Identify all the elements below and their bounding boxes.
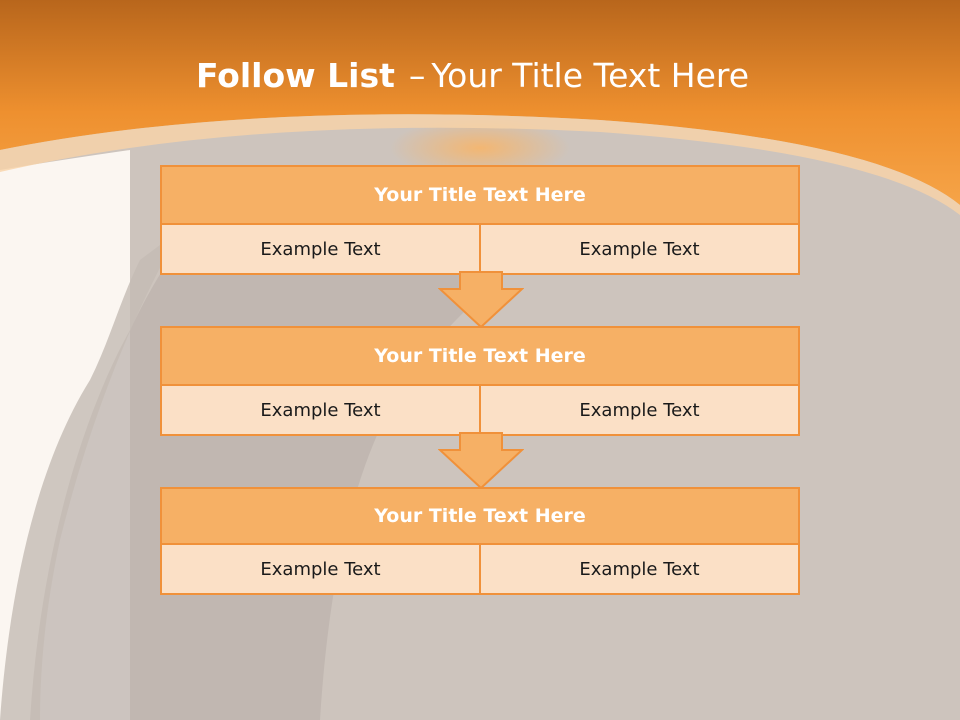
list-block-1: Your Title Text Here Example Text Exampl… [160, 165, 800, 275]
slide-title: Follow List–Your Title Text Here [0, 56, 945, 95]
block-cell-left: Example Text [260, 558, 381, 580]
title-rest: Your Title Text Here [431, 56, 750, 95]
list-block-2: Your Title Text Here Example Text Exampl… [160, 326, 800, 436]
list-block-3: Your Title Text Here Example Text Exampl… [160, 487, 800, 595]
title-dash: – [408, 56, 426, 95]
title-bold: Follow List [195, 56, 395, 95]
block-cell-right: Example Text [479, 386, 798, 434]
block-cell-left: Example Text [260, 238, 381, 260]
block-row: Example Text Example Text [162, 386, 798, 434]
block-row: Example Text Example Text [162, 225, 798, 273]
block-row: Example Text Example Text [162, 545, 798, 593]
block-cell-left: Example Text [260, 399, 381, 421]
down-arrow-icon [438, 271, 524, 329]
down-arrow-icon [438, 432, 524, 490]
block-title: Your Title Text Here [162, 489, 798, 545]
block-cell-right: Example Text [479, 225, 798, 273]
block-title: Your Title Text Here [162, 328, 798, 386]
block-cell-right: Example Text [479, 545, 798, 593]
block-title: Your Title Text Here [162, 167, 798, 225]
